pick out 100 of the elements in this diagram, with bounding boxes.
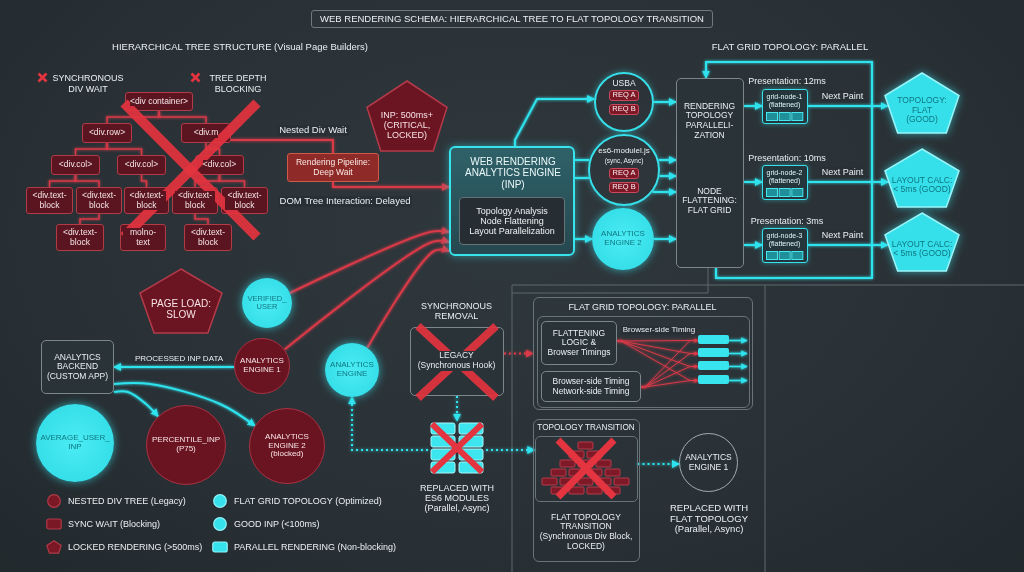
arrow <box>728 337 748 344</box>
arrow <box>453 395 461 422</box>
section-heading: HIERARCHICAL TREE STRUCTURE (Visual Page Builders) <box>112 41 368 53</box>
node-label: TOPOLOGY: FLAT (GOOD) <box>896 96 948 125</box>
node-heading: TOPOLOGY TRANSITION <box>537 423 635 433</box>
arrow <box>283 236 450 351</box>
arrow <box>702 61 873 279</box>
node-label: PERCENTILE_INP (P75) <box>151 436 221 454</box>
legend-label: PARALLEL RENDERING (Non-blocking) <box>234 541 397 553</box>
connector-line <box>79 213 100 225</box>
grid-node-box <box>762 89 808 124</box>
arrow <box>113 382 256 427</box>
node-caption: REPLACED WITH FLAT TOPOLOGY (Parallel, Async) <box>668 503 750 535</box>
node-label: <div.col> <box>202 160 237 170</box>
arrow <box>574 235 593 243</box>
arrow <box>728 377 748 384</box>
connector-line <box>574 177 590 179</box>
legend-label: GOOD INP (<100ms) <box>234 518 320 530</box>
warning-label: SYNCHRONOUS DIV WAIT <box>51 73 125 94</box>
circle-node <box>242 278 292 328</box>
arrow <box>113 390 160 418</box>
node-label: FLAT GRID TOPOLOGY: PARALLEL <box>568 301 717 313</box>
legend-label: FLAT GRID TOPOLOGY (Optimized) <box>234 495 382 507</box>
edge-label: DOM Tree Interaction: Delayed <box>277 196 413 207</box>
group-panel <box>533 419 640 562</box>
warning-label: TREE DEPTH BLOCKING <box>208 73 268 94</box>
circle-node <box>594 72 654 132</box>
node-label: PAGE LOAD: SLOW <box>150 297 212 321</box>
arrow <box>514 95 596 147</box>
arrow <box>807 178 890 186</box>
process-box <box>41 340 114 394</box>
node-label: ANALYTICS BACKEND (CUSTOM APP) <box>45 352 110 382</box>
arrow <box>485 446 536 454</box>
node-label: ANALYTICS ENGINE 2 (blocked) <box>264 432 310 460</box>
node-label: <div.row> <box>88 128 126 138</box>
node-caption: Presentation: 10ms <box>748 152 826 164</box>
legend-label: NESTED DIV TREE (Legacy) <box>68 495 186 507</box>
arrow <box>743 102 763 110</box>
group-panel <box>536 315 750 408</box>
node-label: <div.m <box>193 128 219 138</box>
node-label: <div.col> <box>58 160 93 170</box>
node-label: <div.text- block <box>127 191 166 210</box>
circle-node <box>592 208 654 270</box>
node-label: LAYOUT CALC: < 5ms (GOOD) <box>890 175 954 195</box>
node-label: Topology Analysis Node Flattening Layout Parallelization <box>468 205 556 237</box>
timing-bar <box>698 348 729 357</box>
node-caption: Presentation: 3ms <box>750 215 824 227</box>
node-label: <div.text- block <box>79 191 119 210</box>
node-label: WEB RENDERING ANALYTICS ENGINE (INP) <box>464 156 562 190</box>
node-label: <div container> <box>129 96 189 107</box>
arrow <box>640 378 699 388</box>
tree-node <box>125 92 193 111</box>
process-box <box>287 153 379 182</box>
diagram-title: WEB RENDERING SCHEMA: HIERARCHICAL TREE TO FLAT TOPOLOGY TRANSITION <box>311 9 713 29</box>
timing-bar <box>698 361 729 370</box>
node-label: ANALYTICS ENGINE 1 <box>684 453 733 472</box>
node-label: INP: 500ms+ (CRITICAL, LOCKED) <box>379 109 435 140</box>
arrow <box>636 460 681 468</box>
connector-line <box>74 174 100 188</box>
node-label: <div.text- block <box>60 228 100 247</box>
connector-line <box>194 213 209 225</box>
node-label: ANALYTICS ENGINE 1 <box>239 357 285 375</box>
arrow <box>113 363 235 371</box>
edge-label: Next Paint <box>819 229 866 241</box>
legend-label: SYNC WAIT (Blocking) <box>68 518 161 530</box>
timing-bar <box>698 335 729 344</box>
node-label: USBA <box>612 78 636 89</box>
arrow <box>657 156 677 164</box>
process-box <box>459 197 565 245</box>
circle-node <box>588 134 660 206</box>
process-box <box>676 78 744 268</box>
node-label: ANALYTICS ENGINE <box>329 361 375 379</box>
node-caption: Presentation: 12ms <box>748 75 826 87</box>
arrow <box>651 188 677 196</box>
circle-node <box>325 343 379 397</box>
node-label: <div.text- block <box>175 191 215 210</box>
tree-node <box>117 155 166 175</box>
node-label: <div.text- block <box>29 191 70 210</box>
circle-node <box>146 405 226 485</box>
circle-node <box>36 404 114 482</box>
arrow <box>366 245 450 349</box>
arrow <box>653 98 677 106</box>
timing-bar <box>698 375 729 384</box>
arrow <box>807 102 889 110</box>
edge-label: Browser-side Timing <box>620 326 698 335</box>
edge-label: Next Paint <box>819 90 866 102</box>
arrow <box>728 350 748 357</box>
node-label: FLAT TOPOLOGY TRANSITION (Synchronous Div Block, LOCKED) <box>539 512 633 552</box>
edge-label: PROCESSED INP DATA <box>133 355 225 364</box>
connector-line <box>574 159 591 161</box>
legend-label: LOCKED RENDERING (>500ms) <box>68 541 203 553</box>
node-label: LEGACY (Synchronous Hook) <box>416 351 497 371</box>
arrow <box>658 172 677 180</box>
arrow <box>743 178 763 186</box>
circle-node <box>234 338 290 394</box>
node-label: AVERAGE_USER_ INP <box>39 434 111 452</box>
node-label: <div.text- block <box>224 191 265 210</box>
connector-line <box>106 142 143 156</box>
node-label: Browser-side Timing Network-side Timing <box>551 377 631 396</box>
node-heading: SYNCHRONOUS REMOVAL <box>420 300 493 322</box>
